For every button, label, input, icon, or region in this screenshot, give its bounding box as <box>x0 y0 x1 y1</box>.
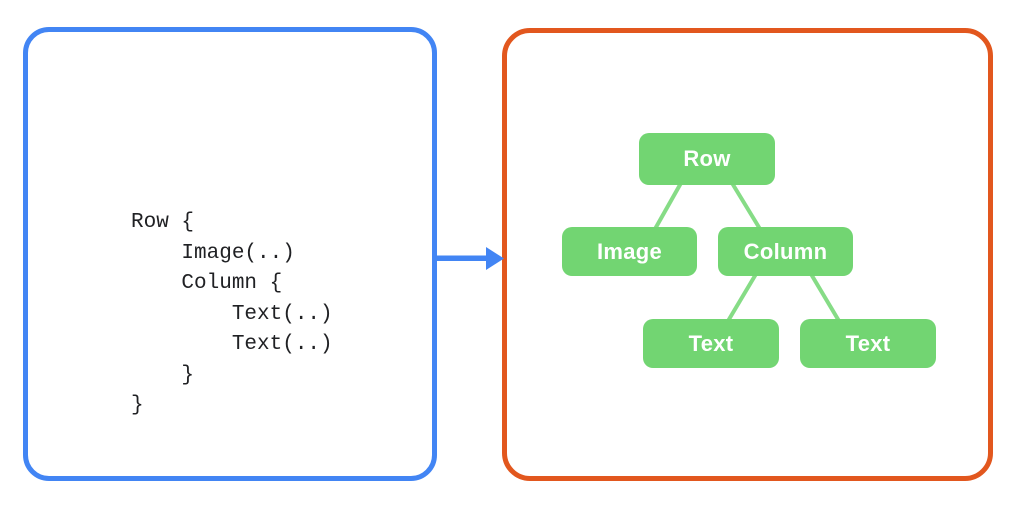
code-panel: Row { Image(..) Column { Text(..) Text(.… <box>23 27 437 481</box>
tree-node-row: Row <box>639 133 775 185</box>
tree-node-text2: Text <box>800 319 936 368</box>
tree-node-text1: Text <box>643 319 779 368</box>
tree-node-image: Image <box>562 227 697 276</box>
code-line-7: } <box>131 394 144 417</box>
code-line-1: Row { <box>131 211 195 234</box>
code-line-6: } <box>131 363 195 387</box>
code-line-2: Image(..) <box>131 241 295 265</box>
tree-node-column: Column <box>718 227 853 276</box>
code-line-5: Text(..) <box>131 333 333 356</box>
code-line-4: Text(..) <box>131 302 333 326</box>
code-line-3: Column { <box>131 272 283 295</box>
flow-arrow-shaft <box>436 255 488 261</box>
flow-arrow <box>436 247 504 270</box>
code-snippet: Row { Image(..) Column { Text(..) Text(.… <box>131 208 333 422</box>
